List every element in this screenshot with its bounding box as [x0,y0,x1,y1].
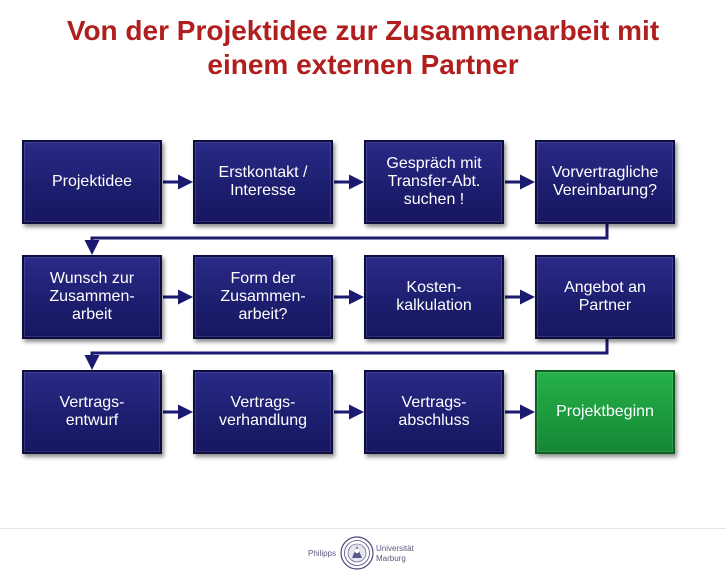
footer-divider [0,528,726,529]
title-line-1: Von der Projektidee zur Zusammenarbeit m… [66,15,660,80]
step-erstkontakt: Erstkontakt / Interesse [193,140,333,224]
step-angebot-partner: Angebot an Partner [535,255,675,339]
step-form-zusammenarbeit: Form der Zusammen- arbeit? [193,255,333,339]
step-vorvertragliche-vereinbarung: Vorvertragliche Vereinbarung? [535,140,675,224]
step-vertragsentwurf: Vertrags- entwurf [22,370,162,454]
step-projektidee: Projektidee [22,140,162,224]
step-gespraech-transfer: Gespräch mit Transfer-Abt. suchen ! [364,140,504,224]
logo-text-left: Philipps [307,549,336,558]
arrow-row1-to-row2 [84,224,609,255]
page-title: Von der Projektidee zur Zusammenarbeit m… [0,14,726,82]
step-vertragsabschluss: Vertrags- abschluss [364,370,504,454]
university-seal-icon [340,536,374,570]
logo-text-right: Universität Marburg [376,544,414,563]
step-vertragsverhandlung: Vertrags- verhandlung [193,370,333,454]
step-projektbeginn: Projektbeginn [535,370,675,454]
arrow-row2-to-row3 [84,339,609,370]
step-kostenkalkulation: Kosten- kalkulation [364,255,504,339]
step-wunsch-zusammenarbeit: Wunsch zur Zusammen- arbeit [22,255,162,339]
university-logo: Philipps Universität Marburg [300,536,426,572]
